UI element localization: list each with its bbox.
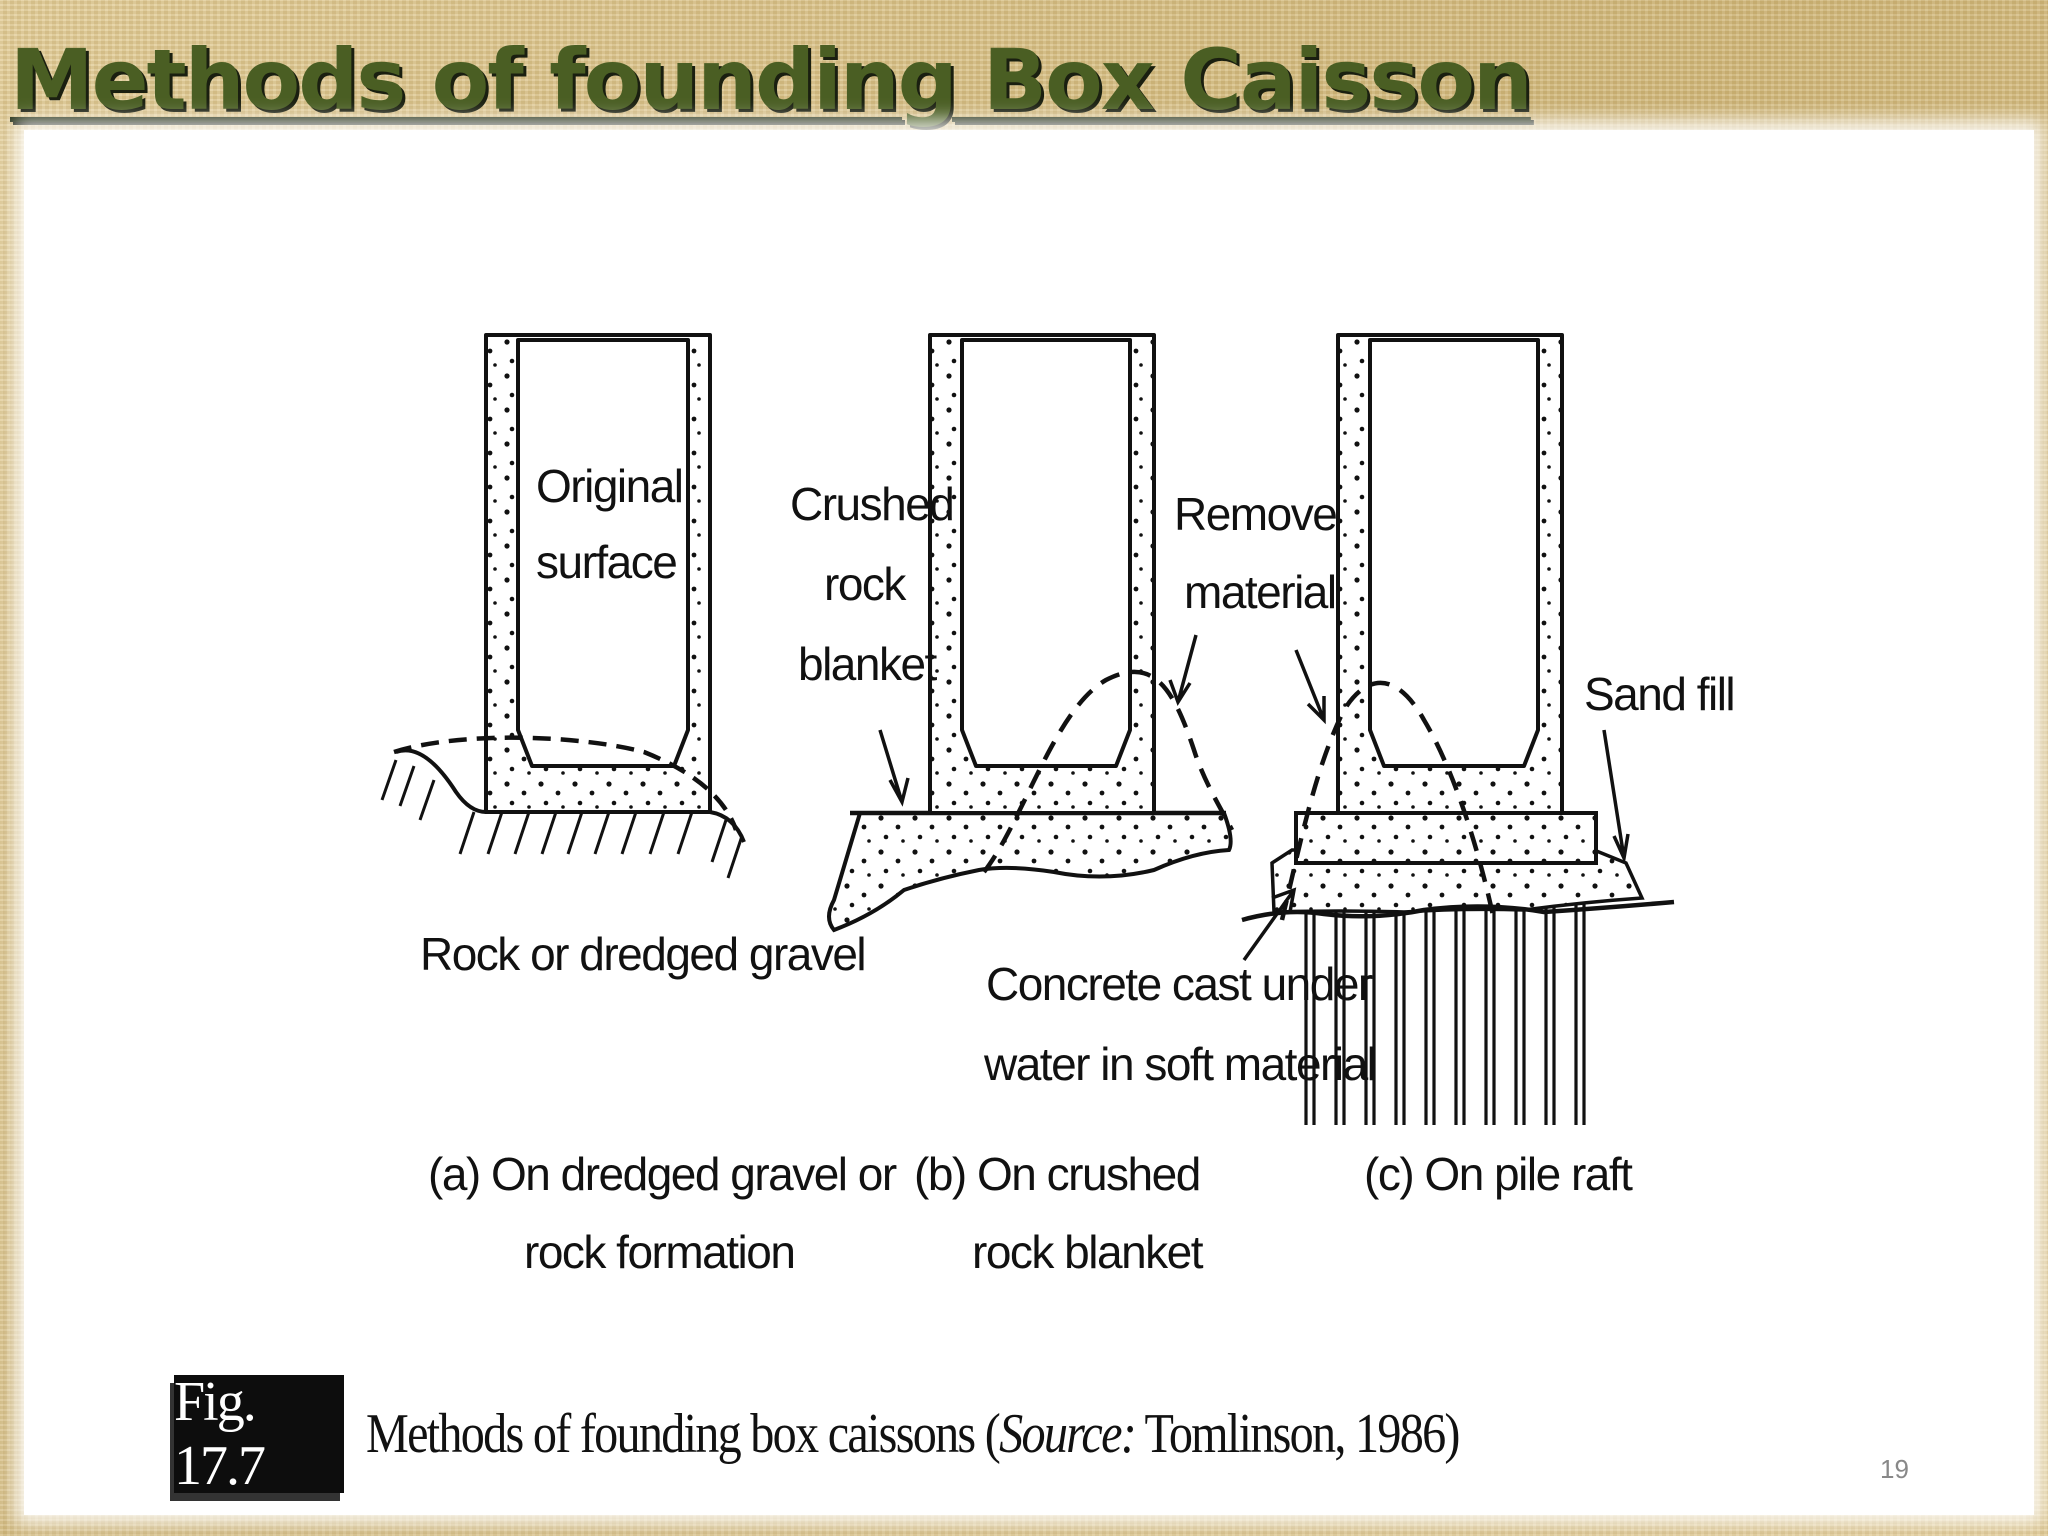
- removed-material-line-c: [1279, 680, 1497, 921]
- label-crushed-1: Crushed: [790, 478, 953, 530]
- panel-a-caption-2: rock formation: [524, 1226, 794, 1278]
- arrow-concrete: [1242, 887, 1297, 962]
- label-removed-2: material: [1184, 566, 1336, 618]
- arrow-removed-c: [1294, 649, 1326, 725]
- caption-text-before: Methods of founding box caissons (: [366, 1403, 1001, 1465]
- arrow-removed-b: [1168, 634, 1198, 706]
- caisson-c: [1336, 333, 1564, 815]
- label-removed-1: Removed: [1174, 488, 1360, 540]
- label-crushed-3: blanket: [798, 638, 938, 690]
- figure-number: Fig. 17.7: [174, 1371, 344, 1497]
- label-concrete-2: water in soft material: [983, 1038, 1375, 1090]
- crushed-rock-blanket-b: [827, 811, 1233, 933]
- arrow-crushed: [878, 729, 910, 807]
- page-number: 19: [1880, 1454, 1909, 1484]
- caption-text-after: Tomlinson, 1986): [1135, 1403, 1460, 1465]
- panel-c-caption-1: (c) On pile raft: [1364, 1148, 1633, 1200]
- label-rock-or-dredged-gravel: Rock or dredged gravel: [420, 928, 865, 980]
- label-concrete-1: Concrete cast under: [986, 958, 1373, 1010]
- original-surface-line-a: [393, 735, 739, 831]
- content-panel: Original surface Rock or dredged gravel …: [24, 130, 2034, 1515]
- panel-b-caption-1: (b) On crushed: [914, 1148, 1200, 1200]
- label-crushed-2: rock: [824, 558, 907, 610]
- label-sand-fill: Sand fill: [1584, 668, 1734, 720]
- removed-material-line-b: [982, 669, 1235, 874]
- panel-b-caption-2: rock blanket: [972, 1226, 1204, 1278]
- figure-caption-text: Methods of founding box caissons (Source…: [366, 1402, 1460, 1466]
- caisson-b: [928, 333, 1156, 815]
- figure-caption: Fig. 17.7 Methods of founding box caisso…: [174, 1371, 1637, 1497]
- slide-title: Methods of founding Box Caisson: [10, 31, 1533, 129]
- pile-raft-c: [1294, 811, 1598, 865]
- panel-a-caption-1: (a) On dredged gravel or: [428, 1148, 897, 1200]
- caisson-figure: Original surface Rock or dredged gravel …: [380, 333, 1736, 1278]
- sand-fill-c: [1270, 848, 1645, 914]
- arrow-sand-fill: [1602, 729, 1630, 864]
- rock-surface-a: [380, 748, 746, 879]
- label-original-surface-2: surface: [536, 536, 676, 588]
- label-original-surface-1: Original: [536, 460, 683, 512]
- soft-ground-line-c: [1241, 899, 1675, 923]
- caption-source-word: Source:: [999, 1403, 1137, 1465]
